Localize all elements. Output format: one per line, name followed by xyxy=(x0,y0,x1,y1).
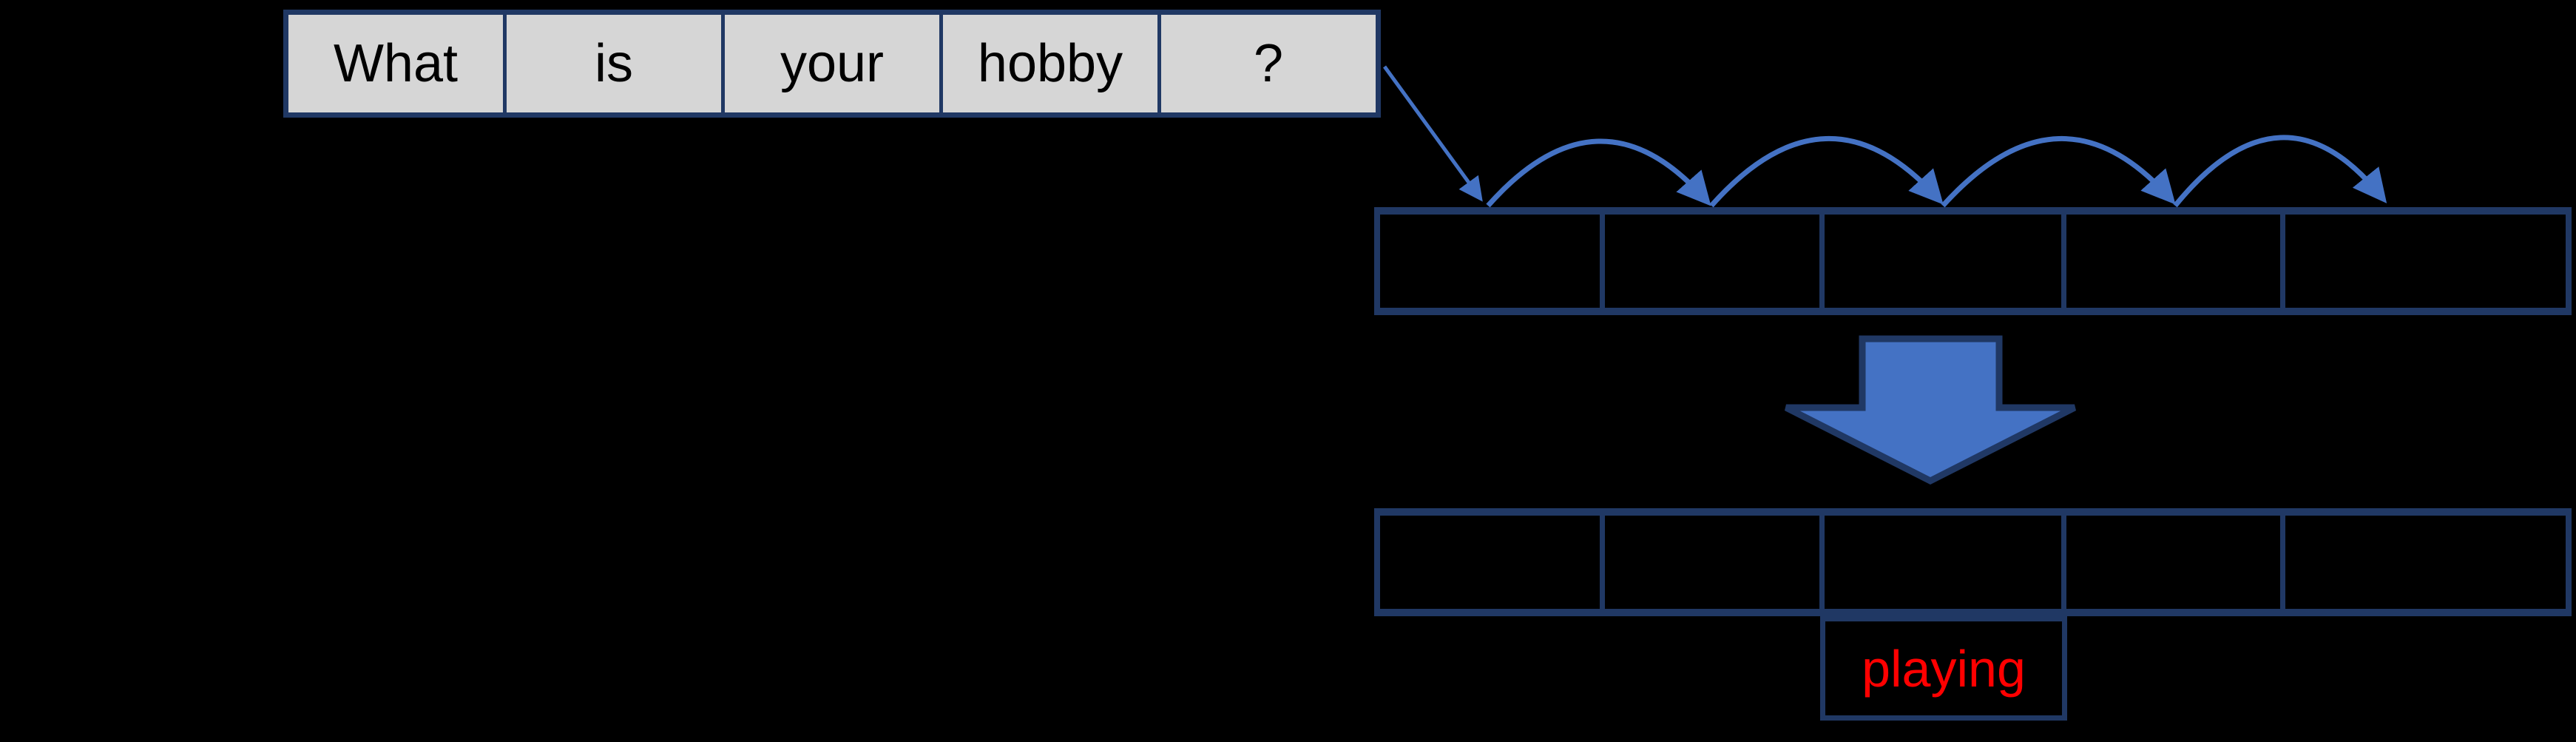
decoder-cell xyxy=(1599,516,1820,609)
encoder-cell xyxy=(1819,215,2061,308)
encoder-cell xyxy=(2061,215,2280,308)
source-word-cell: your xyxy=(721,15,939,112)
decoder-cell xyxy=(2061,516,2280,609)
encoder-cell-row xyxy=(1374,207,2572,315)
source-word-cell: hobby xyxy=(939,15,1157,112)
sequential-hop-arc-icon xyxy=(2173,135,2387,208)
decoder-cell xyxy=(1380,516,1600,609)
predicted-word-label: playing xyxy=(1862,639,2026,698)
sequential-hop-arc-icon xyxy=(1709,135,1944,208)
encoder-cell xyxy=(1599,215,1820,308)
diagonal-flow-arrow-icon xyxy=(1382,65,1483,202)
sequential-hop-arc-icon xyxy=(1486,138,1711,208)
source-word-cell: What xyxy=(288,15,503,112)
source-sentence-table: What is your hobby ? xyxy=(283,10,1381,118)
encoder-cell xyxy=(1380,215,1600,308)
sequential-hop-arc-icon xyxy=(1941,135,2176,208)
source-word-cell: is xyxy=(503,15,721,112)
source-word-cell: ? xyxy=(1157,15,1376,112)
decoder-cell xyxy=(2279,516,2566,609)
big-down-block-arrow-icon xyxy=(1784,335,2077,485)
predicted-word-box: playing xyxy=(1820,616,2067,721)
encoder-cell xyxy=(2279,215,2566,308)
decoder-cell xyxy=(1819,516,2061,609)
decoder-cell-row xyxy=(1374,508,2572,616)
